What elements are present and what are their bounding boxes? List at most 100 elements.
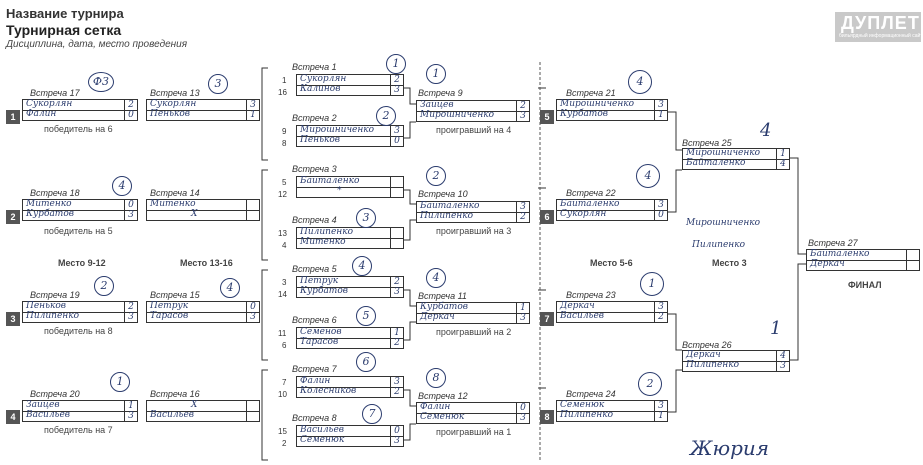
player-name: X xyxy=(191,209,198,219)
seed: 13 xyxy=(278,229,287,238)
match-label: Встреча 11 xyxy=(418,291,467,301)
player-name: Семенюк xyxy=(420,412,465,422)
score xyxy=(906,250,919,260)
seed: 14 xyxy=(278,290,287,299)
player-name: Деркач xyxy=(686,350,721,360)
player-name: Зайцев xyxy=(26,400,60,410)
score: 2 xyxy=(124,100,137,110)
match-label: Встреча 2 xyxy=(292,113,337,123)
score: 2 xyxy=(654,312,667,322)
player-name: Васильев xyxy=(150,410,195,420)
score: 3 xyxy=(516,202,529,212)
player-name: Сукорлян xyxy=(300,74,347,84)
player-name: Курбатов xyxy=(420,302,468,312)
player-name: Курбатов xyxy=(26,209,74,219)
slot-number: 7 xyxy=(540,312,554,326)
match-note: победитель на 7 xyxy=(44,425,113,435)
match-box[interactable]: Зайцев 1 Васильев 3 xyxy=(22,400,138,422)
score xyxy=(390,228,403,238)
seed: 2 xyxy=(282,439,287,448)
player-name: Пилипенко xyxy=(26,311,80,321)
match-label: Встреча 1 xyxy=(292,62,337,72)
player-name: Сукорлян xyxy=(560,209,607,219)
match-note: победитель на 8 xyxy=(44,326,113,336)
handwritten-circle: 4 xyxy=(636,164,660,188)
match-label: Встреча 19 xyxy=(30,290,80,300)
score: 0 xyxy=(246,302,259,312)
match-note: проигравший на 4 xyxy=(436,125,512,135)
score: 2 xyxy=(124,302,137,312)
score: 3 xyxy=(124,312,137,322)
player-name: Мирошниченко xyxy=(560,99,635,109)
player-name: Байталенко xyxy=(420,201,480,211)
player-name: Семёнов xyxy=(300,327,342,337)
place-label-9-12: Место 9-12 xyxy=(58,258,106,268)
seed: 5 xyxy=(282,178,287,187)
score: 3 xyxy=(654,401,667,411)
score: 3 xyxy=(654,200,667,210)
player-name: Митенко xyxy=(300,237,346,247)
handwritten-circle: 4 xyxy=(628,70,652,94)
match-box[interactable]: Пилипенко Митенко xyxy=(296,227,404,249)
player-name: Байталенко xyxy=(810,249,870,259)
seed: 7 xyxy=(282,378,287,387)
final-match-box[interactable]: Байталенко Деркач xyxy=(806,249,920,271)
score: 3 xyxy=(390,377,403,387)
player-name: Сукорлян xyxy=(26,99,73,109)
player-name: Колесников xyxy=(300,386,357,396)
bracket-subtitle: Дисциплина, дата, место проведения xyxy=(6,39,188,50)
player-name: Пеньков xyxy=(150,109,191,119)
match-box[interactable]: Митенко X xyxy=(146,199,260,221)
match-box[interactable]: Байталенко * xyxy=(296,176,404,198)
score: 3 xyxy=(124,411,137,421)
player-name: Петрук xyxy=(150,301,189,311)
handwritten-circle: 1 xyxy=(640,272,664,296)
match-label: Встреча 22 xyxy=(566,188,616,198)
handwritten-circle: 3 xyxy=(208,74,228,94)
score: 3 xyxy=(776,361,789,371)
score: 0 xyxy=(390,426,403,436)
match-note: победитель на 5 xyxy=(44,226,113,236)
player-name: Петрук xyxy=(300,276,339,286)
match-label: Встреча 9 xyxy=(418,88,463,98)
handwritten-circle: 3 xyxy=(356,208,376,228)
logo-subtext: бильярдный информационный сайт xyxy=(839,33,923,39)
player-name: Фалин xyxy=(300,376,331,386)
seed: 6 xyxy=(282,341,287,350)
score xyxy=(246,200,259,210)
seed: 1 xyxy=(282,76,287,85)
match-box[interactable]: X Васильев xyxy=(146,400,260,422)
player-name: Васильев xyxy=(26,410,71,420)
player-name: Фалин xyxy=(420,402,451,412)
score: 2 xyxy=(390,75,403,85)
score: 3 xyxy=(516,111,529,121)
score: 1 xyxy=(124,401,137,411)
match-label: Встреча 10 xyxy=(418,189,468,199)
score: 0 xyxy=(124,110,137,120)
score: 3 xyxy=(390,436,403,446)
seed: 16 xyxy=(278,88,287,97)
player-name: Байталенко xyxy=(686,158,746,168)
